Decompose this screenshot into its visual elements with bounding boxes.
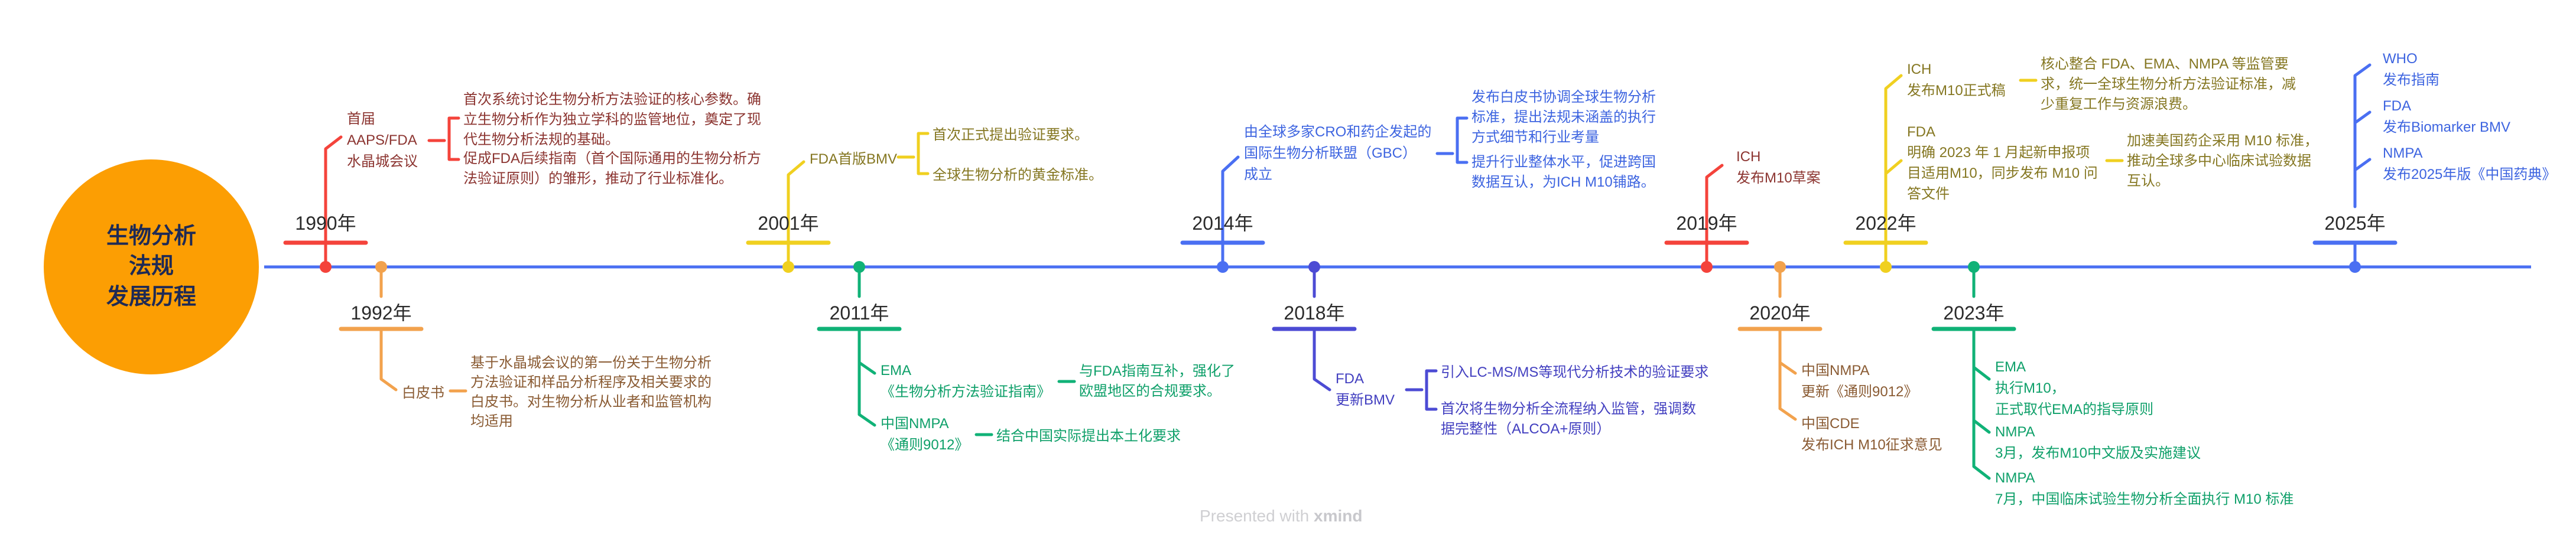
branch-label[interactable]: 中国NMPA 《通则9012》 — [881, 416, 969, 453]
timeline-dot-1990 — [320, 261, 332, 273]
timeline-dot-2023 — [1968, 261, 1980, 273]
timeline-dot-2018 — [1308, 261, 1320, 273]
branch-label[interactable]: 由全球多家CRO和药企发起的 国际生物分析联盟（GBC） 成立 — [1244, 124, 1432, 182]
year-label-2011[interactable]: 2011年 — [829, 302, 889, 324]
branch-label[interactable]: NMPA 发布2025年版《中国药典》 — [2383, 145, 2556, 182]
event-lines-2023 — [1931, 261, 2016, 480]
watermark-prefix: Presented with — [1200, 507, 1314, 525]
detail-text[interactable]: 发布白皮书协调全球生物分析 标准，提出法规未涵盖的执行 方式细节和行业考量 — [1471, 89, 1656, 145]
detail-text[interactable]: 首次正式提出验证要求。 — [933, 127, 1089, 143]
detail-text[interactable]: 基于水晶城会议的第一份关于生物分析 方法验证和样品分析程序及相关要求的 白皮书。… — [470, 355, 712, 429]
year-label-2025[interactable]: 2025年 — [2324, 213, 2386, 234]
branch-label[interactable]: WHO 发布指南 — [2383, 51, 2439, 88]
event-lines-2018 — [1272, 261, 1438, 411]
branch-lines-2018 — [1313, 330, 1438, 411]
xmind-watermark: Presented with xmind — [1200, 507, 1362, 526]
branch-lines-1992 — [379, 330, 467, 393]
timeline-dot-2025 — [2349, 261, 2361, 273]
branch-lines-2020 — [1778, 330, 1797, 421]
detail-text[interactable]: 核心整合 FDA、EMA、NMPA 等监管要 求，统一全球生物分析方法验证标准，… — [2041, 56, 2296, 112]
year-label-2019[interactable]: 2019年 — [1676, 213, 1737, 234]
event-lines-1992 — [339, 261, 467, 393]
branch-lines-2023 — [1972, 330, 1991, 480]
year-label-2022[interactable]: 2022年 — [1855, 213, 1916, 234]
branch-lines-2022 — [1884, 74, 2124, 243]
branch-label[interactable]: EMA 执行M10， 正式取代EMA的指导原则 — [1995, 359, 2154, 417]
branch-label[interactable]: 中国CDE 发布ICH M10征求意见 — [1801, 416, 1942, 453]
year-label-2001[interactable]: 2001年 — [758, 213, 819, 234]
detail-text[interactable]: 结合中国实际提出本土化要求 — [996, 428, 1181, 444]
detail-text[interactable]: 首次系统讨论生物分析方法验证的核心参数。确 立生物分析作为独立学科的监管地位，奠… — [463, 92, 761, 148]
branch-label[interactable]: FDA 发布Biomarker BMV — [2383, 98, 2511, 135]
branch-label[interactable]: FDA 更新BMV — [1336, 371, 1395, 408]
branch-label[interactable]: 首届 AAPS/FDA 水晶城会议 — [347, 111, 418, 169]
branch-lines-2019 — [1705, 164, 1724, 243]
detail-text[interactable]: 首次将生物分析全流程纳入监管，强调数 据完整性（ALCOA+原则） — [1441, 401, 1696, 437]
detail-text[interactable]: 全球生物分析的黄金标准。 — [933, 167, 1103, 183]
timeline-dot-2019 — [1701, 261, 1713, 273]
year-label-2018[interactable]: 2018年 — [1284, 302, 1345, 324]
event-lines-2011 — [817, 261, 1076, 436]
detail-text[interactable]: 与FDA指南互补，强化了 欧盟地区的合规要求。 — [1079, 363, 1235, 399]
event-lines-2025 — [2312, 63, 2398, 273]
year-label-2020[interactable]: 2020年 — [1749, 302, 1811, 324]
detail-text[interactable]: 加速美国药企采用 M10 标准， 推动全球多中心临床试验数据 互认。 — [2127, 133, 2319, 189]
timeline-dot-2022 — [1880, 261, 1892, 273]
event-lines-2019 — [1664, 164, 1749, 273]
branch-lines-1990 — [324, 116, 460, 243]
detail-text[interactable]: 促成FDA后续指南（首个国际通用的生物分析方 法验证原则）的雏形，推动了行业标准… — [463, 151, 761, 187]
root-topic[interactable]: 生物分析 法规 发展历程 — [44, 159, 259, 374]
event-lines-1990 — [283, 116, 460, 273]
timeline-dot-2011 — [853, 261, 865, 273]
year-label-2023[interactable]: 2023年 — [1943, 302, 2005, 324]
branch-label[interactable]: ICH 发布M10正式稿 — [1907, 61, 2006, 99]
xmind-logo: xmind — [1314, 507, 1363, 525]
branch-label[interactable]: 中国NMPA 更新《通则9012》 — [1801, 363, 1918, 400]
timeline-dot-2001 — [782, 261, 794, 273]
event-lines-2014 — [1180, 116, 1469, 273]
branch-label[interactable]: NMPA 7月，中国临床试验生物分析全面执行 M10 标准 — [1995, 470, 2294, 507]
branch-label[interactable]: FDA 明确 2023 年 1 月起新申报项 目适用M10，同步发布 M10 问… — [1907, 124, 2098, 202]
branch-label[interactable]: FDA首版BMV — [810, 151, 898, 167]
branch-label[interactable]: 白皮书 — [402, 385, 444, 401]
event-lines-2001 — [746, 132, 930, 273]
timeline-dot-2014 — [1217, 261, 1229, 273]
timeline-dot-2020 — [1774, 261, 1786, 273]
year-label-1990[interactable]: 1990年 — [295, 213, 356, 234]
detail-text[interactable]: 引入LC-MS/MS等现代分析技术的验证要求 — [1441, 364, 1709, 380]
branch-label[interactable]: EMA 《生物分析方法验证指南》 — [881, 363, 1051, 400]
branch-lines-2011 — [857, 330, 1076, 436]
event-lines-2022 — [1843, 74, 2124, 273]
branch-label[interactable]: ICH 发布M10草案 — [1736, 149, 1821, 186]
branch-lines-2001 — [787, 132, 930, 243]
branch-lines-2025 — [2353, 63, 2372, 208]
timeline-dot-1992 — [375, 261, 387, 273]
detail-text[interactable]: 提升行业整体水平，促进跨国 数据互认，为ICH M10铺路。 — [1471, 154, 1656, 190]
branch-label[interactable]: NMPA 3月，发布M10中文版及实施建议 — [1995, 424, 2201, 461]
branch-lines-2014 — [1221, 116, 1469, 243]
year-label-1992[interactable]: 1992年 — [350, 302, 412, 324]
event-lines-2020 — [1737, 261, 1823, 421]
year-label-2014[interactable]: 2014年 — [1192, 213, 1253, 234]
